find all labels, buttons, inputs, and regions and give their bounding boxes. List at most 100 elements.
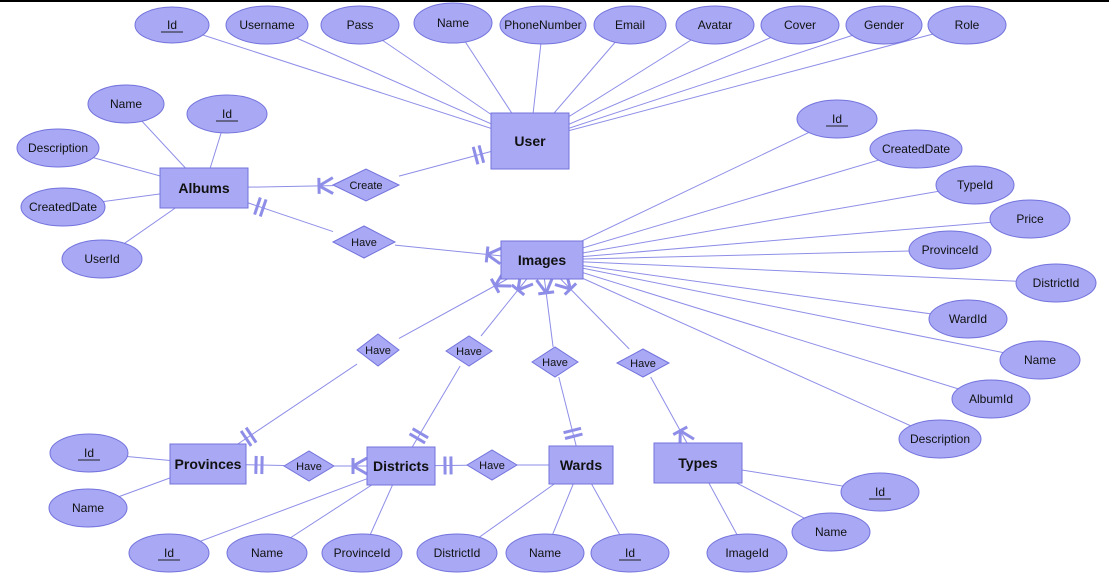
attribute-user-email[interactable]: Email — [593, 5, 667, 45]
attribute-user-pass[interactable]: Pass — [320, 5, 400, 45]
relationship-label-have-provinces-districts: Have — [296, 461, 322, 473]
entity-images[interactable]: Images — [500, 240, 584, 280]
relationship-have-images-wards[interactable]: Have — [531, 346, 579, 378]
attribute-images-wardid[interactable]: WardId — [928, 299, 1008, 339]
attribute-user-phonenumber[interactable]: PhoneNumber — [499, 5, 587, 45]
attribute-provinces-name[interactable]: Name — [48, 488, 128, 528]
attribute-albums-id[interactable]: Id — [186, 94, 268, 134]
entity-user[interactable]: User — [490, 112, 570, 170]
mandatory-one-mark-create-user-1 — [471, 146, 480, 165]
attribute-user-avatar[interactable]: Avatar — [675, 5, 755, 45]
crows-foot-mark-have-albums-images-images-0 — [486, 253, 502, 266]
attribute-ellipse-images-name — [999, 340, 1081, 380]
attribute-label-images-districtid: DistrictId — [1033, 276, 1080, 290]
attribute-user-role[interactable]: Role — [927, 5, 1007, 45]
entity-types[interactable]: Types — [653, 442, 743, 484]
attribute-images-createddate[interactable]: CreatedDate — [869, 129, 963, 169]
relationship-connector-have-albums-images-images — [394, 244, 502, 257]
attribute-label-districts-provinceid: ProvinceId — [334, 546, 391, 560]
attribute-ellipse-albums-createddate — [20, 187, 106, 227]
relationship-have-images-types[interactable]: Have — [615, 348, 671, 378]
relationship-have-provinces-districts[interactable]: Have — [283, 450, 335, 482]
attribute-albums-name[interactable]: Name — [87, 84, 165, 124]
entity-box-images — [500, 240, 584, 280]
entity-provinces[interactable]: Provinces — [169, 443, 247, 485]
entity-box-wards — [548, 445, 614, 485]
mandatory-one-mark-have-images-provinces-provinces-0 — [239, 430, 253, 447]
entity-wards[interactable]: Wards — [548, 445, 614, 485]
attribute-images-id[interactable]: Id — [796, 99, 878, 139]
attribute-connector-user-role — [529, 24, 968, 142]
attribute-types-imageid[interactable]: ImageId — [706, 533, 788, 573]
entity-label-types: Types — [678, 455, 718, 471]
attribute-label-user-username: Username — [239, 18, 295, 32]
attribute-label-wards-name: Name — [529, 546, 561, 560]
attribute-albums-createddate[interactable]: CreatedDate — [20, 187, 106, 227]
attribute-user-id[interactable]: Id — [134, 6, 210, 44]
attribute-images-typeid[interactable]: TypeId — [935, 165, 1015, 205]
attribute-images-provinceid[interactable]: ProvinceId — [908, 230, 992, 270]
attribute-label-images-createddate: CreatedDate — [882, 142, 950, 156]
attribute-user-cover[interactable]: Cover — [760, 5, 840, 45]
relationship-label-have-districts-wards: Have — [479, 460, 505, 472]
attribute-images-price[interactable]: Price — [989, 199, 1071, 239]
attribute-albums-description[interactable]: Description — [16, 128, 100, 168]
attribute-label-albums-userid: UserId — [84, 252, 119, 266]
attribute-ellipse-images-id — [796, 99, 878, 139]
attribute-label-provinces-name: Name — [72, 501, 104, 515]
relationship-have-albums-images[interactable]: Have — [331, 225, 397, 259]
attribute-label-districts-id: Id — [164, 546, 174, 560]
attribute-provinces-id[interactable]: Id — [49, 433, 129, 473]
attribute-ellipse-images-typeid — [935, 165, 1015, 205]
attribute-user-name[interactable]: Name — [413, 2, 493, 44]
attribute-images-albumid[interactable]: AlbumId — [951, 379, 1031, 419]
attribute-wards-id[interactable]: Id — [590, 533, 670, 573]
attribute-connector-images-typeid — [541, 184, 976, 261]
attribute-types-id[interactable]: Id — [840, 472, 920, 512]
attribute-user-username[interactable]: Username — [225, 5, 309, 45]
relationship-have-districts-wards[interactable]: Have — [466, 449, 518, 481]
entity-districts[interactable]: Districts — [366, 446, 436, 486]
attribute-user-gender[interactable]: Gender — [845, 5, 923, 45]
relationship-diamond-have-images-provinces — [356, 333, 400, 367]
attribute-images-districtid[interactable]: DistrictId — [1015, 263, 1097, 303]
attribute-ellipse-images-districtid — [1015, 263, 1097, 303]
relationship-connector-have-images-provinces-provinces — [237, 363, 358, 445]
attribute-wards-districtid[interactable]: DistrictId — [416, 533, 498, 573]
attribute-albums-userid[interactable]: UserId — [61, 239, 143, 279]
mandatory-one-mark-have-images-provinces-provinces-1 — [244, 426, 258, 444]
mandatory-one-mark-have-images-wards-wards-0 — [564, 432, 583, 440]
relationship-label-create: Create — [349, 180, 382, 192]
attribute-label-types-id: Id — [875, 485, 885, 499]
attribute-label-images-provinceid: ProvinceId — [922, 243, 979, 257]
attribute-images-name[interactable]: Name — [999, 340, 1081, 380]
cardinality-mark-layer — [239, 144, 695, 476]
relationship-label-have-images-wards: Have — [542, 357, 568, 369]
crows-foot-mark-images-have-images-districts-0 — [517, 282, 534, 292]
attribute-ellipse-images-albumid — [951, 379, 1031, 419]
attribute-ellipse-provinces-name — [48, 488, 128, 528]
entity-albums[interactable]: Albums — [159, 167, 249, 209]
attribute-ellipse-user-name — [413, 2, 493, 44]
attribute-districts-name[interactable]: Name — [226, 533, 308, 573]
attribute-connector-images-districtid — [541, 259, 1057, 284]
attribute-districts-provinceid[interactable]: ProvinceId — [321, 533, 403, 573]
attribute-wards-name[interactable]: Name — [505, 533, 585, 573]
relationship-have-images-districts[interactable]: Have — [445, 335, 493, 367]
attribute-connector-districts-id — [168, 465, 402, 554]
entity-label-images: Images — [518, 252, 566, 268]
attribute-districts-id[interactable]: Id — [128, 533, 210, 573]
relationship-create[interactable]: Create — [331, 168, 401, 202]
attribute-ellipse-types-imageid — [706, 533, 788, 573]
attribute-ellipse-user-id — [134, 6, 210, 44]
attribute-types-name[interactable]: Name — [791, 512, 871, 552]
attribute-label-user-name: Name — [437, 16, 469, 30]
entity-box-provinces — [169, 443, 247, 485]
entity-label-albums: Albums — [178, 180, 230, 196]
crows-foot-mark-albums-create-0 — [318, 184, 334, 195]
attribute-ellipse-user-username — [225, 5, 309, 45]
attribute-images-description[interactable]: Description — [898, 419, 982, 459]
relationship-have-images-provinces[interactable]: Have — [356, 333, 400, 367]
